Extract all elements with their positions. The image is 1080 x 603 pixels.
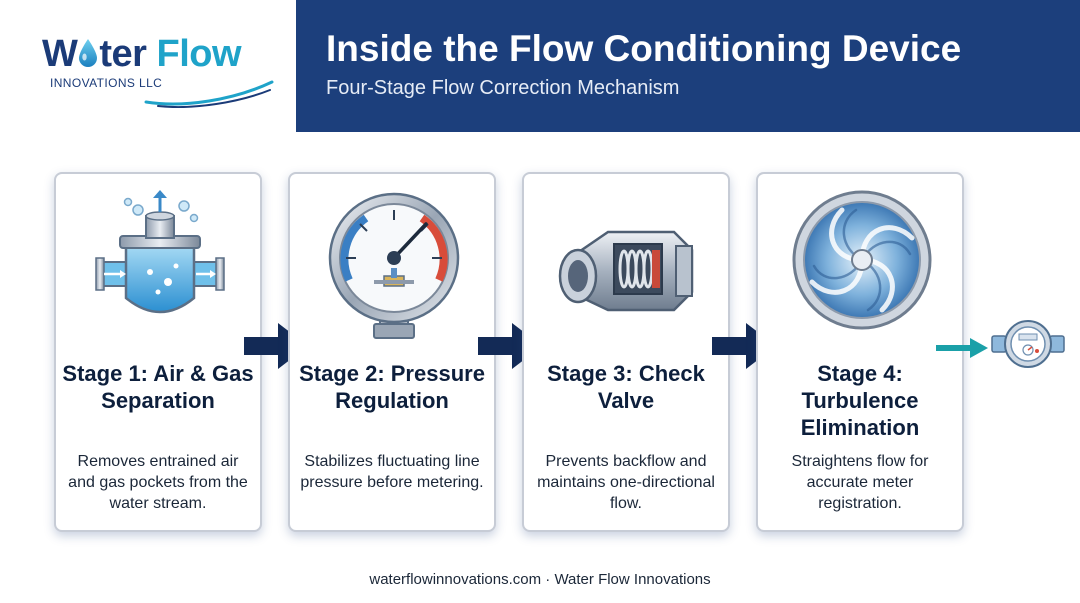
teal-arrow-right-icon — [936, 338, 988, 358]
stage-3-title: Stage 3: Check Valve — [547, 361, 705, 413]
stage-4-description: Straightens flow for accurate meter regi… — [791, 453, 929, 512]
stage-card-2: Stage 2: Pressure Regulation Stabilizes … — [288, 172, 496, 532]
logo-word-flow: Flow — [156, 33, 242, 75]
water-drop-icon — [79, 39, 98, 67]
logo-subtitle: INNOVATIONS LLC — [50, 76, 163, 90]
air-separator-icon — [95, 190, 225, 314]
stage-card-4: Stage 4: Turbulence Elimination Straight… — [756, 172, 964, 532]
logo-wordmark: W ter Flow — [42, 32, 242, 76]
stage-3-description: Prevents backflow and maintains one-dire… — [537, 453, 715, 512]
flow-straightener-icon — [792, 190, 932, 330]
logo-word-w: W — [42, 33, 78, 75]
stage-4-title: Stage 4: Turbulence Elimination — [800, 361, 920, 440]
stage-1-description: Removes entrained air and gas pockets fr… — [68, 453, 248, 512]
header-banner: Inside the Flow Conditioning Device Four… — [296, 0, 1080, 132]
page-subtitle: Four-Stage Flow Correction Mechanism — [326, 77, 680, 99]
stage-card-3: Stage 3: Check Valve Prevents backflow a… — [522, 172, 730, 532]
water-meter-icon — [991, 320, 1065, 368]
stage-2-title: Stage 2: Pressure Regulation — [299, 361, 485, 413]
stage-1-title: Stage 1: Air & Gas Separation — [62, 361, 254, 413]
stage-2-description: Stabilizes fluctuating line pressure bef… — [300, 453, 484, 491]
logo-swoosh-icon — [144, 80, 274, 108]
logo-word-ter: ter — [99, 33, 147, 75]
check-valve-icon — [558, 230, 694, 312]
page-title: Inside the Flow Conditioning Device — [326, 28, 962, 69]
pressure-gauge-icon — [328, 192, 460, 339]
stage-card-1: Stage 1: Air & Gas Separation Removes en… — [54, 172, 262, 532]
footer-text: waterflowinnovations.com · Water Flow In… — [369, 571, 711, 588]
company-logo: W ter Flow INNOVATIONS LLC — [34, 28, 284, 108]
